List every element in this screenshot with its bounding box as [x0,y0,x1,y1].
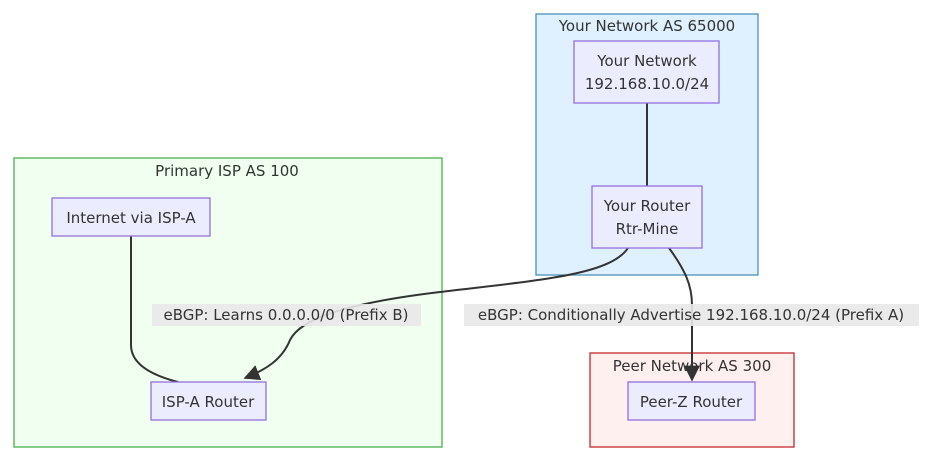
node-internet-isp-a-label: Internet via ISP-A [66,209,196,227]
edge-label-advertise: eBGP: Conditionally Advertise 192.168.10… [464,304,919,326]
edge-label-advertise-text: eBGP: Conditionally Advertise 192.168.10… [478,306,904,324]
node-your-router-line1: Your Router [603,197,691,215]
edge-label-learns-text: eBGP: Learns 0.0.0.0/0 (Prefix B) [163,306,408,324]
cluster-primary-isp-label: Primary ISP AS 100 [155,162,299,180]
node-peer-z-router-label: Peer-Z Router [640,393,743,411]
node-your-router-box [591,185,703,249]
node-your-router-line2: Rtr-Mine [616,220,679,238]
edge-label-learns: eBGP: Learns 0.0.0.0/0 (Prefix B) [152,304,421,326]
node-isp-a-router-label: ISP-A Router [162,393,255,411]
node-internet-isp-a[interactable]: Internet via ISP-A [51,197,211,237]
node-your-network-line2: 192.168.10.0/24 [585,75,709,93]
edge-internet-to-isp-router [130,236,179,383]
node-your-network[interactable]: Your Network 192.168.10.0/24 [573,40,720,104]
edge-router-to-isp-router [243,247,629,381]
node-isp-a-router-box [150,381,267,421]
cluster-your-network-label: Your Network AS 65000 [558,17,735,35]
node-peer-z-router[interactable]: Peer-Z Router [627,381,756,421]
node-peer-z-router-box [627,381,756,421]
edge-label-advertise-bg [464,304,919,326]
edge-label-learns-bg [152,304,421,326]
node-isp-a-router[interactable]: ISP-A Router [150,381,267,421]
node-your-network-box [573,40,720,104]
node-your-router[interactable]: Your Router Rtr-Mine [591,185,703,249]
node-your-network-line1: Your Network [596,52,697,70]
node-internet-isp-a-box [51,197,211,237]
